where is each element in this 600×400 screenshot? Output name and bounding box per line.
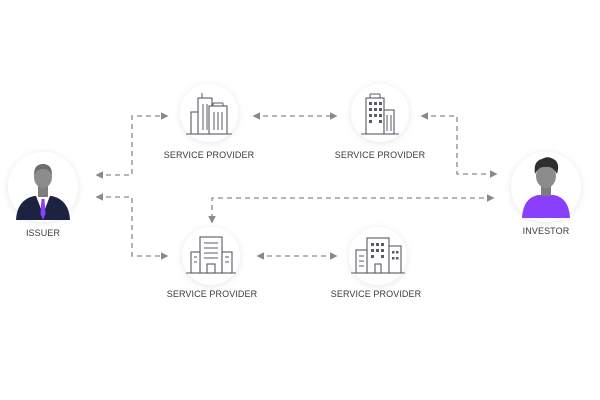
provider-bottom-right-label: SERVICE PROVIDER [331,289,422,299]
investor-label: INVESTOR [523,226,570,236]
businessman-avatar-icon [16,164,70,220]
provider-bottom-right-node: SERVICE PROVIDER [331,227,422,299]
connector-investor-to-bottom-left-provider [208,194,495,224]
office-building-icon [186,93,232,135]
office-building-icon [361,93,399,135]
office-building-icon [186,236,236,274]
connectors [95,112,498,260]
provider-top-left-label: SERVICE PROVIDER [164,150,255,160]
connector-issuer-to-top-left-provider [95,112,169,179]
provider-bottom-left-label: SERVICE PROVIDER [167,289,258,299]
provider-top-left-node: SERVICE PROVIDER [164,84,255,160]
office-building-icon [351,237,405,274]
issuer-node: ISSUER [8,152,78,238]
connector-top-right-provider-to-investor [420,112,498,178]
issuer-label: ISSUER [26,228,61,238]
provider-bottom-left-node: SERVICE PROVIDER [167,227,258,299]
provider-top-right-node: SERVICE PROVIDER [335,84,426,160]
connector-issuer-to-bottom-left-provider [95,193,169,260]
investor-node: INVESTOR [511,152,581,236]
person-avatar-icon [522,157,570,218]
provider-top-right-label: SERVICE PROVIDER [335,150,426,160]
